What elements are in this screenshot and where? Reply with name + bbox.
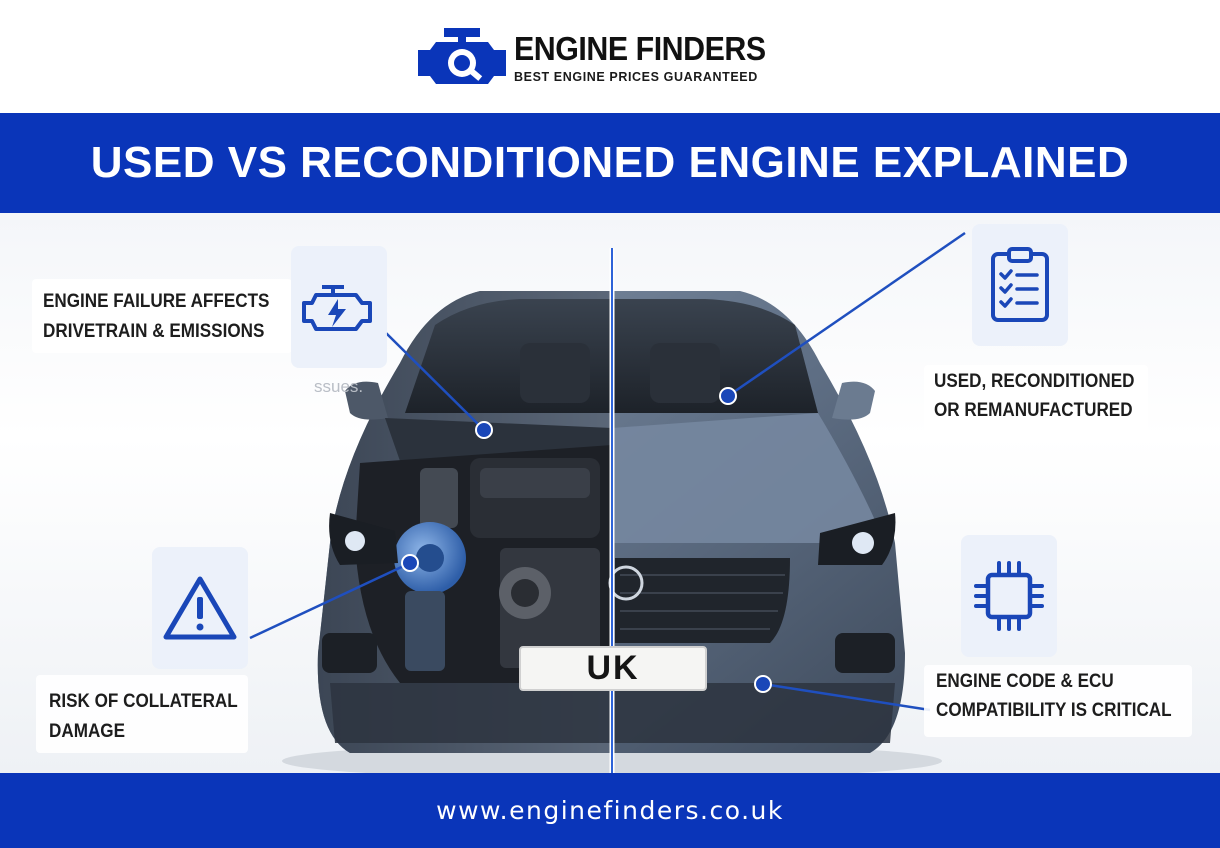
- car-scene: UK ssues. ENGINE FAILURE AFFECTS DRIVETR…: [0, 213, 1220, 773]
- clipboard-checklist-icon: [991, 247, 1049, 322]
- website-link[interactable]: www.enginefinders.co.uk: [436, 796, 784, 825]
- brand-name: ENGINE FINDERS: [514, 30, 766, 67]
- callout-collateral-card: [36, 675, 248, 753]
- brand-tagline: BEST ENGINE PRICES GUARANTEED: [514, 70, 758, 84]
- callout-ecu-card: [924, 665, 1192, 737]
- callout-used-card: [924, 365, 1148, 437]
- license-plate: UK: [519, 646, 707, 691]
- callout-used-line2: OR REMANUFACTURED: [934, 400, 1133, 421]
- brand-logo[interactable]: ENGINE FINDERS BEST ENGINE PRICES GUARAN…: [414, 24, 788, 92]
- plate-text: UK: [586, 649, 640, 687]
- callout-engine-failure-line1: ENGINE FAILURE AFFECTS: [43, 291, 270, 312]
- callout-collateral-icon-card: [152, 547, 248, 669]
- callout-ecu-line1: ENGINE CODE & ECU: [936, 671, 1114, 692]
- callout-engine-failure-card: [32, 279, 292, 353]
- callout-used-line1: USED, RECONDITIONED: [934, 371, 1135, 392]
- callout-ecu-icon-card: [961, 535, 1057, 657]
- logo-header: ENGINE FINDERS BEST ENGINE PRICES GUARAN…: [0, 0, 1220, 113]
- footer-band: www.enginefinders.co.uk: [0, 773, 1220, 848]
- title-band: USED VS RECONDITIONED ENGINE EXPLAINED: [0, 113, 1220, 213]
- callout-collateral-line2: DAMAGE: [49, 721, 126, 742]
- microchip-icon: [974, 561, 1044, 631]
- callout-engine-failure-icon-card: [291, 246, 387, 368]
- warning-triangle-icon: [163, 576, 237, 640]
- car-illustration: [249, 231, 966, 773]
- callout-engine-failure-line2: DRIVETRAIN & EMISSIONS: [43, 321, 265, 342]
- callout-collateral-line1: RISK OF COLLATERAL: [49, 691, 238, 712]
- engine-logo-icon: [418, 28, 506, 84]
- check-engine-icon: [302, 285, 372, 331]
- callout-used-icon-card: [972, 224, 1068, 346]
- faint-text: ssues.: [314, 377, 364, 396]
- page-title: USED VS RECONDITIONED ENGINE EXPLAINED: [90, 138, 1130, 187]
- callout-ecu-line2: COMPATIBILITY IS CRITICAL: [936, 700, 1172, 721]
